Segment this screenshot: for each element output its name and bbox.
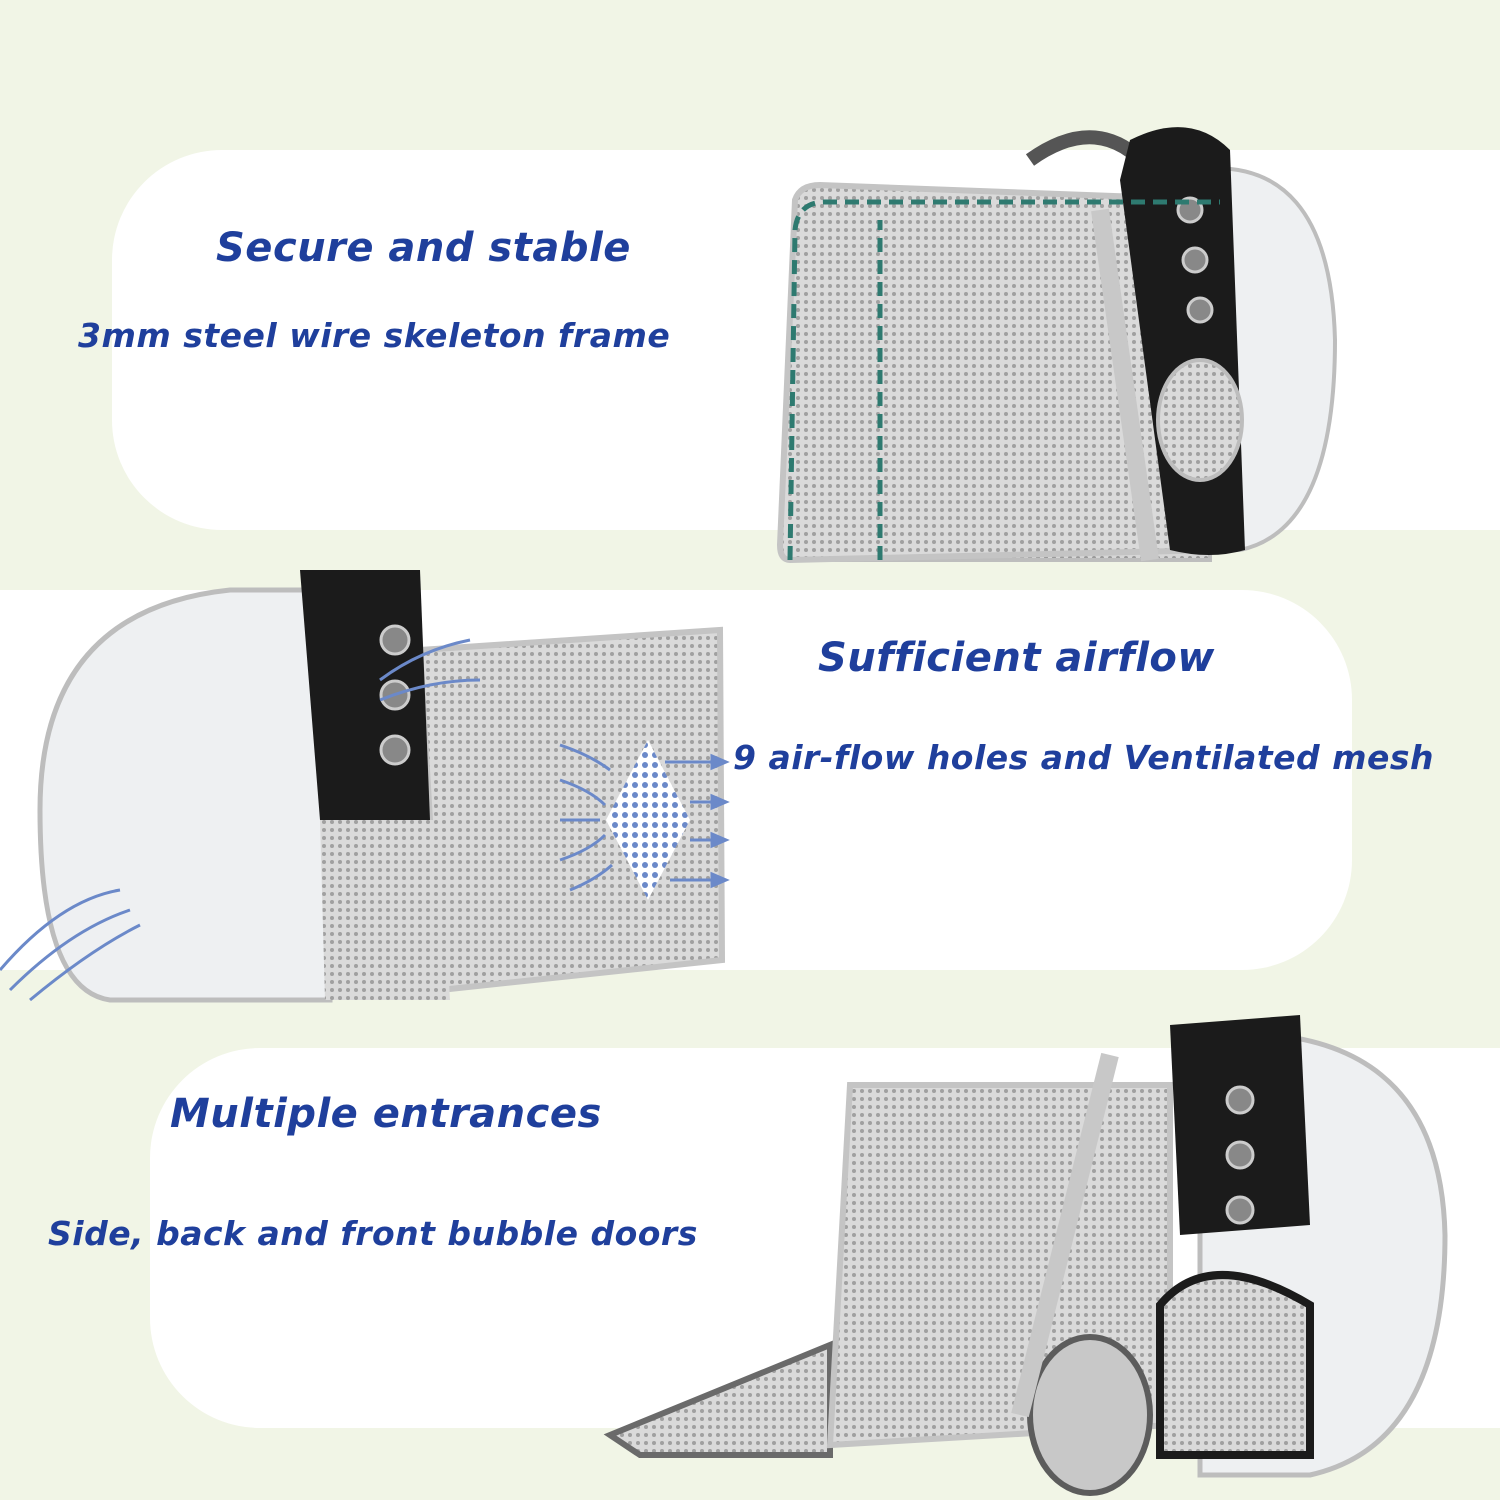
backpack-photo-entrances [603, 1015, 1448, 1496]
feature-subtitle-entrances: Side, back and front bubble doors [48, 1214, 698, 1253]
feature-subtitle-secure: 3mm steel wire skeleton frame [78, 316, 671, 355]
backpack-photo-airflow [0, 570, 730, 1003]
feature-title-secure: Secure and stable [216, 225, 631, 271]
feature-title-airflow: Sufficient airflow [818, 635, 1215, 681]
feature-subtitle-airflow: 9 air-flow holes and Ventilated mesh [733, 738, 1435, 777]
feature-title-entrances: Multiple entrances [170, 1091, 602, 1137]
backpack-photo-expanded-side [776, 127, 1338, 564]
